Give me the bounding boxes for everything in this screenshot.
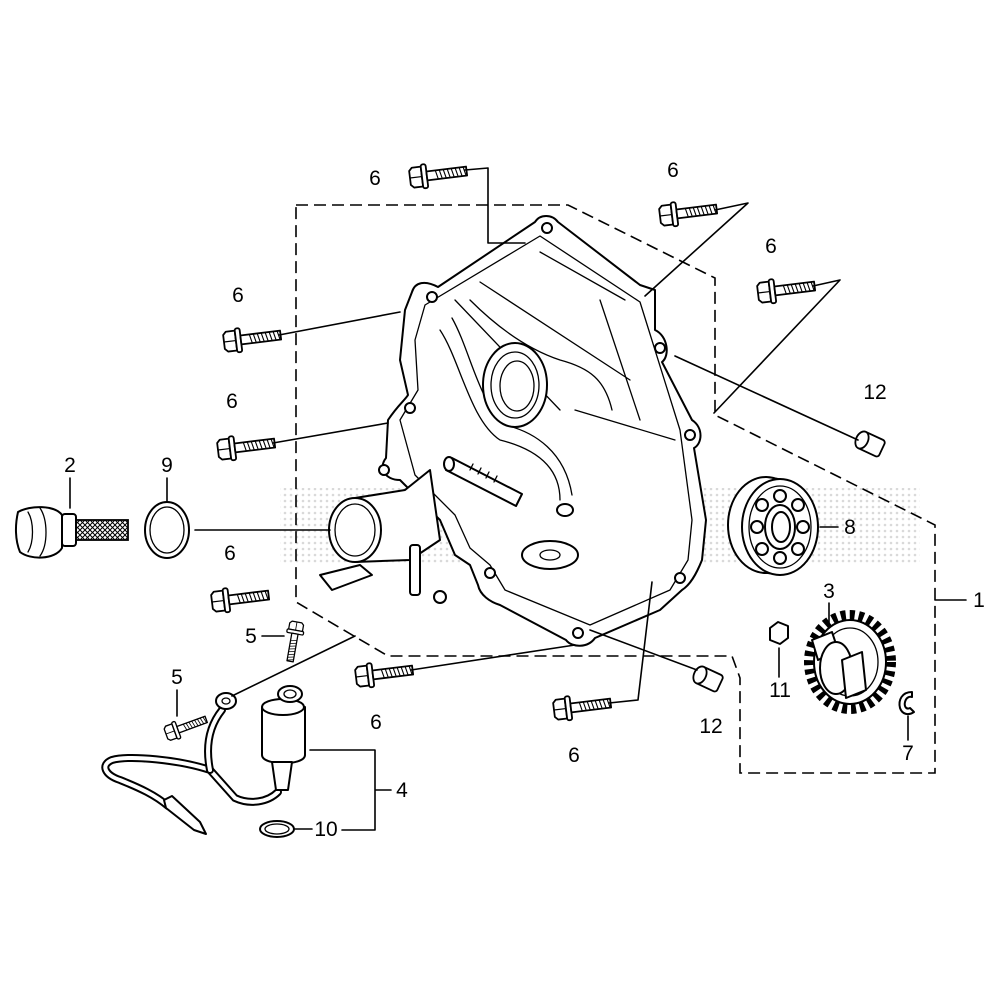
callout-ball-bearing: 8	[844, 516, 856, 539]
callout-flange-bolt-bottom-right: 6	[568, 744, 580, 767]
thrust-washer	[769, 621, 789, 645]
callout-flange-bolt-left-upper: 6	[232, 284, 244, 307]
dowel-pin-lower	[689, 663, 725, 694]
dowel-pin-upper	[851, 428, 887, 459]
callout-flange-bolt-bottom-left: 6	[370, 711, 382, 734]
flange-bolt-left-upper	[221, 322, 283, 355]
callout-filler-o-ring: 9	[161, 454, 173, 477]
callout-flange-bolt-top: 6	[369, 167, 381, 190]
callout-sensor-bolt-lower: 5	[171, 666, 183, 689]
callout-oil-level-sensor: 4	[396, 779, 408, 802]
retaining-clip	[898, 691, 915, 716]
callout-flange-bolt-upper-right: 6	[667, 159, 679, 182]
callout-cover-assembly: 1	[973, 589, 985, 612]
oil-filler-cap	[14, 506, 129, 559]
flange-bolt-upper-right	[657, 196, 719, 229]
flange-bolt-left-middle	[215, 430, 277, 463]
callout-thrust-washer: 11	[769, 679, 791, 702]
sensor-o-ring	[259, 820, 295, 838]
callout-flange-bolt-left-middle: 6	[226, 390, 238, 413]
callout-flange-bolt-left-lower: 6	[224, 542, 236, 565]
flange-bolt-left-lower	[209, 582, 271, 615]
flange-bolt-top	[407, 158, 469, 191]
callout-oil-filler-cap: 2	[64, 454, 76, 477]
filler-o-ring	[144, 501, 190, 559]
governor-gear	[804, 610, 896, 714]
sensor-bolt-upper	[281, 619, 306, 664]
flange-bolt-right	[755, 273, 817, 306]
callout-governor-gear: 3	[823, 580, 835, 603]
sensor-bolt-lower	[162, 710, 210, 744]
callout-sensor-o-ring: 10	[314, 818, 337, 841]
ball-bearing	[727, 476, 819, 576]
callout-dowel-pin-upper: 12	[863, 381, 886, 404]
leader-lines	[69, 167, 967, 831]
callout-sensor-bolt-upper: 5	[245, 625, 257, 648]
callout-retaining-clip: 7	[902, 742, 914, 765]
callout-dowel-pin-lower: 12	[699, 715, 722, 738]
flange-bolt-bottom-left	[353, 657, 415, 690]
callout-labels: 6 6 6 6 12 6 2 9 8 1 3 6 5 5 11 12 6 6 7…	[64, 159, 985, 841]
oil-level-sensor	[101, 685, 306, 835]
flange-bolt-bottom-right	[551, 690, 613, 723]
callout-flange-bolt-right: 6	[765, 235, 777, 258]
crankcase-cover	[319, 215, 707, 647]
